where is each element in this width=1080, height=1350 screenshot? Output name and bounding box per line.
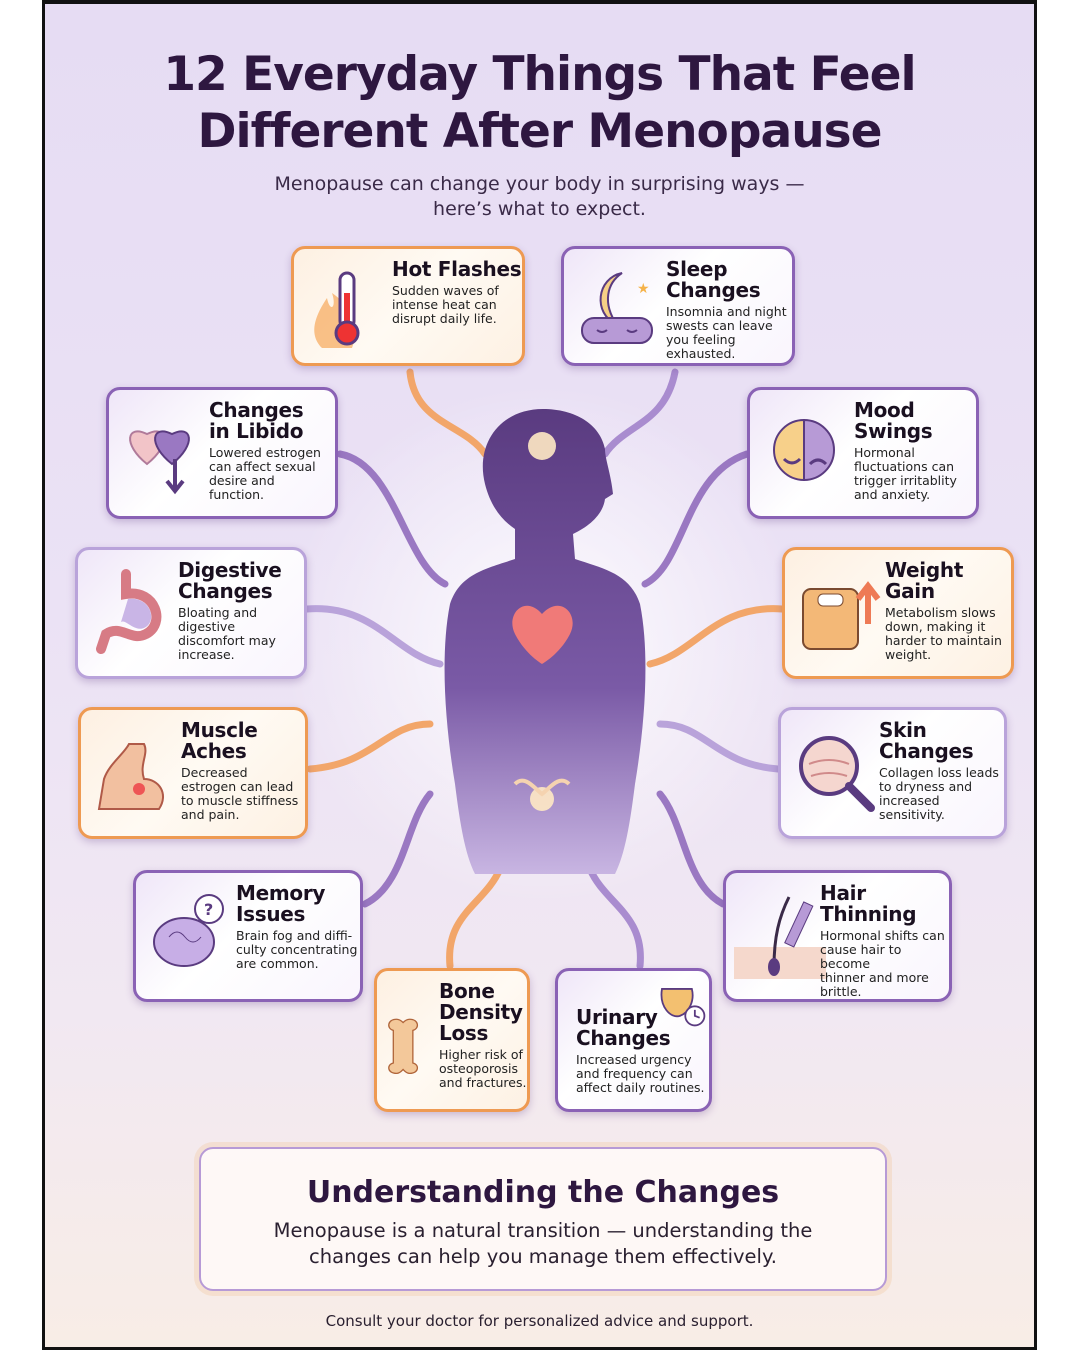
summary-title: Understanding the Changes [306,1175,780,1210]
card-title: Digestive Changes [178,558,282,603]
card-title: Changes in Libido [209,398,304,443]
moon-sleep-mask-icon: ★ [581,272,653,344]
happy-sad-face-icon [773,418,835,482]
connectors [303,368,786,970]
card-title: Skin Changes [879,718,974,763]
card-title: Urinary Changes [576,1005,671,1050]
heart-icon [512,605,573,664]
stomach-icon [96,569,162,654]
card-text: Collagen loss leads to dryness and incre… [879,765,999,822]
summary-text: Menopause is a natural transition — unde… [273,1219,813,1268]
brain-glow [528,432,556,460]
card-text: Hormonal fluctuations can trigger irrita… [854,445,957,502]
svg-text:★: ★ [637,281,650,297]
hair-comb-icon [734,896,826,979]
page-title: 12 Everyday Things That Feel Different A… [163,47,916,159]
footer-note: Consult your doctor for personalized adv… [325,1312,754,1330]
card-text: Insomnia and night swests can leave you … [666,304,787,361]
uterus-glow [530,787,554,811]
card-title: Mood Swings [854,398,933,443]
scale-up-arrow-icon [802,581,881,650]
summary-box: Understanding the Changes Menopause is a… [199,1147,887,1291]
card-text: Hormonal shifts can cause hair to become… [820,928,945,999]
brain-question-icon: ? [153,894,224,967]
card-title: Muscle Aches [181,718,258,763]
card-title: Bone Density Loss [439,979,523,1045]
card-text: Higher risk of osteoporosis and fracture… [439,1047,527,1090]
bladder-clock-icon [660,988,706,1027]
card-text: Brain fog and diffi- culty concentrating… [236,928,358,971]
subtitle: Menopause can change your body in surpri… [274,173,805,220]
svg-text:?: ? [204,900,213,919]
card-text: Metabolism slows down, making it harder … [885,605,1002,662]
bone-icon [388,1018,419,1075]
card-title: Memory Issues [236,881,326,926]
hearts-down-arrow-icon [129,430,190,495]
connector-layer [283,368,803,970]
card-title: Weight Gain [885,558,964,603]
card-title: Hot Flashes [392,257,522,281]
card-text: Sudden waves of intense heat can disrupt… [392,283,499,326]
thermometer-flame-icon [314,271,360,348]
card-text: Bloating and digestive discomfort may in… [178,605,276,662]
infographic: 12 Everyday Things That Feel Different A… [42,0,1037,1350]
card-text: Decreased estrogen can lead to muscle st… [181,765,299,822]
flexed-arm-icon [97,743,164,810]
woman-silhouette [444,409,646,874]
magnifier-skin-icon [799,736,875,812]
card-text: Lowered estrogen can affect sexual desir… [209,445,321,502]
card-text: Increased urgency and frequency can affe… [576,1052,705,1095]
card-title: Hair Thinning [820,881,917,926]
card-title: Sleep Changes [666,257,761,302]
